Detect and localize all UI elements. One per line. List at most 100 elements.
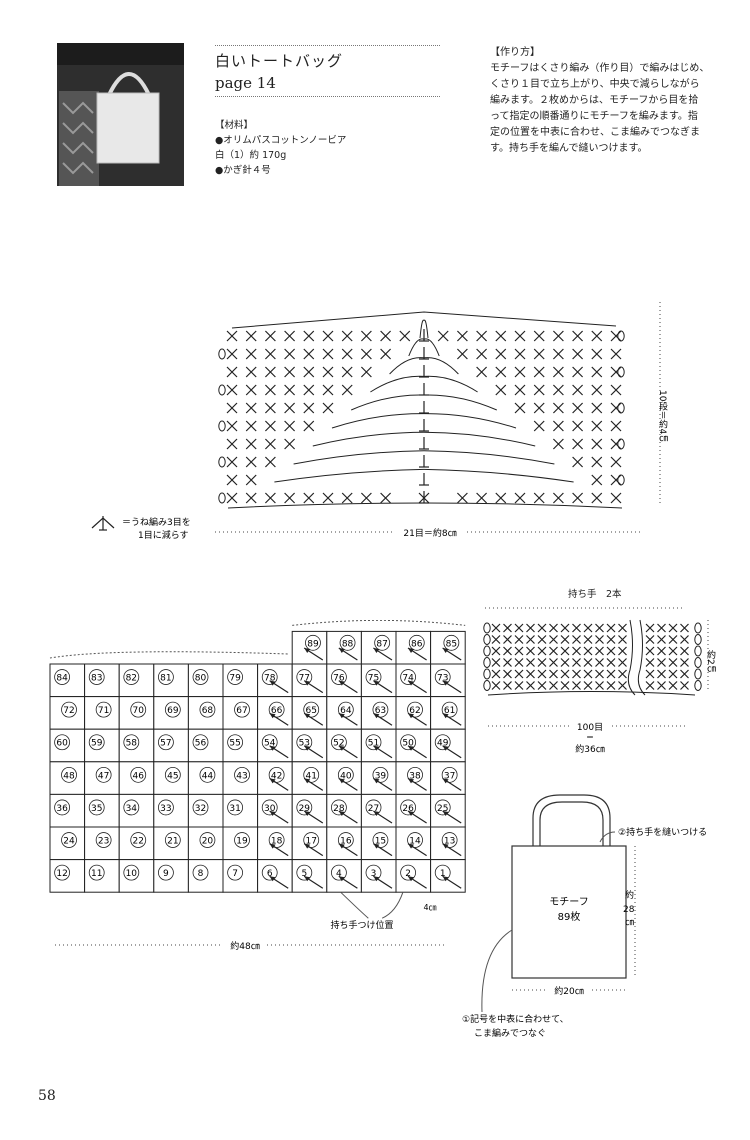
single-crochet-mark (264, 330, 276, 342)
materials-item-yarn: ●オリムパスコットンノービア (215, 135, 347, 146)
single-crochet-mark (341, 330, 353, 342)
single-crochet-mark (572, 384, 584, 396)
motif-number-circle (331, 799, 347, 816)
arrow-head-icon (442, 778, 449, 784)
single-crochet-mark (456, 492, 468, 504)
motif-number-circle (199, 766, 216, 783)
single-crochet-mark (668, 681, 678, 690)
motif-number-circle (365, 669, 382, 685)
bag-height-label-3: ㎝ (625, 918, 634, 928)
single-crochet-mark (657, 669, 666, 679)
arrow-head-icon (442, 713, 449, 719)
single-crochet-mark (322, 492, 334, 504)
handle-stitches (483, 619, 702, 696)
motif-number: 15 (375, 837, 386, 847)
materials-item-color: 白（1）約 170g (215, 150, 287, 161)
motif-height-label: 10段＝約4㎝ (657, 390, 668, 443)
chain-stitch-mark (694, 680, 702, 691)
motif-number: 75 (368, 674, 379, 684)
arrow-head-icon (304, 843, 311, 849)
page-number: 58 (38, 1088, 56, 1104)
motif-number: 51 (368, 739, 379, 749)
single-crochet-mark (245, 402, 257, 414)
motif-number-circle (331, 669, 347, 685)
single-crochet-mark (495, 330, 507, 342)
motif-number: 60 (56, 739, 68, 749)
motif-number-circle (443, 634, 460, 651)
single-crochet-mark (606, 646, 616, 656)
motif-number-circle (305, 634, 321, 651)
motif-number-circle (164, 701, 181, 718)
motif-number: 25 (437, 804, 448, 814)
single-crochet-mark (303, 492, 315, 504)
motif-number-circle (95, 766, 112, 783)
single-crochet-mark (595, 635, 604, 644)
single-crochet-mark (476, 330, 488, 342)
motif-number-circle (434, 669, 451, 685)
motif-number: 34 (126, 804, 138, 814)
single-crochet-mark (606, 681, 616, 690)
motif-number: 68 (202, 706, 214, 716)
motif-number-circle (261, 799, 278, 816)
single-crochet-mark (264, 492, 276, 504)
motif-number-circle (227, 799, 244, 816)
motif-number: 48 (63, 771, 75, 781)
motif-number-circle (400, 864, 417, 881)
note-join-2: こま編みでつなぐ (474, 1027, 546, 1039)
single-crochet-mark (514, 402, 526, 414)
arrow-head-icon (442, 680, 449, 686)
motif-number: 46 (133, 771, 145, 781)
motif-number: 9 (163, 869, 169, 879)
motif-number: 7 (232, 869, 238, 879)
motif-number: 59 (91, 739, 103, 749)
arrow-head-icon (338, 713, 345, 719)
single-crochet-mark (399, 330, 411, 342)
white-bag (96, 72, 160, 164)
single-crochet-mark (503, 635, 512, 644)
decrease-symbol-icon (91, 516, 115, 531)
single-crochet-mark (572, 330, 584, 342)
motif-number: 79 (229, 674, 241, 684)
motif-number: 36 (56, 804, 68, 814)
single-crochet-mark (226, 420, 238, 432)
single-crochet-mark (572, 438, 584, 450)
motif-width-label: 21目＝約8㎝ (403, 527, 456, 539)
single-crochet-mark (560, 669, 570, 679)
title-rule-bottom (215, 96, 440, 97)
single-crochet-mark (657, 658, 666, 667)
arrow-head-icon (373, 876, 380, 882)
chain-stitch-mark (218, 384, 226, 396)
motif-number: 11 (91, 869, 102, 879)
bag-handle-inner (539, 801, 604, 846)
motif-number-circle (199, 832, 216, 848)
single-crochet-mark (572, 635, 581, 644)
motif-number: 21 (167, 837, 178, 847)
single-crochet-mark (514, 366, 526, 378)
chain-stitch-mark (694, 634, 702, 645)
single-crochet-mark (591, 366, 603, 378)
single-crochet-mark (491, 635, 501, 644)
instructions-line: くさり１目で立ち上がり、中央で減らしながら (490, 79, 700, 90)
single-crochet-mark (322, 384, 334, 396)
motif-number: 29 (299, 804, 311, 814)
single-crochet-mark (322, 330, 334, 342)
arrow-head-icon (304, 713, 311, 719)
motif-number-circle (400, 799, 417, 816)
single-crochet-mark (657, 646, 666, 656)
motif-number: 10 (126, 869, 138, 879)
arrow-head-icon (338, 648, 345, 653)
single-crochet-mark (245, 438, 257, 450)
single-crochet-mark (572, 420, 584, 432)
arrow-head-icon (269, 778, 276, 784)
single-crochet-mark (552, 420, 564, 432)
single-crochet-mark (645, 623, 655, 633)
single-crochet-mark (226, 438, 238, 450)
single-crochet-mark (537, 658, 547, 667)
single-crochet-mark (572, 456, 584, 468)
motif-number-circle (158, 669, 174, 685)
single-crochet-mark (264, 402, 276, 414)
motif-number-circle (88, 864, 105, 881)
motif-number: 3 (371, 869, 377, 879)
motif-number: 17 (306, 837, 317, 847)
